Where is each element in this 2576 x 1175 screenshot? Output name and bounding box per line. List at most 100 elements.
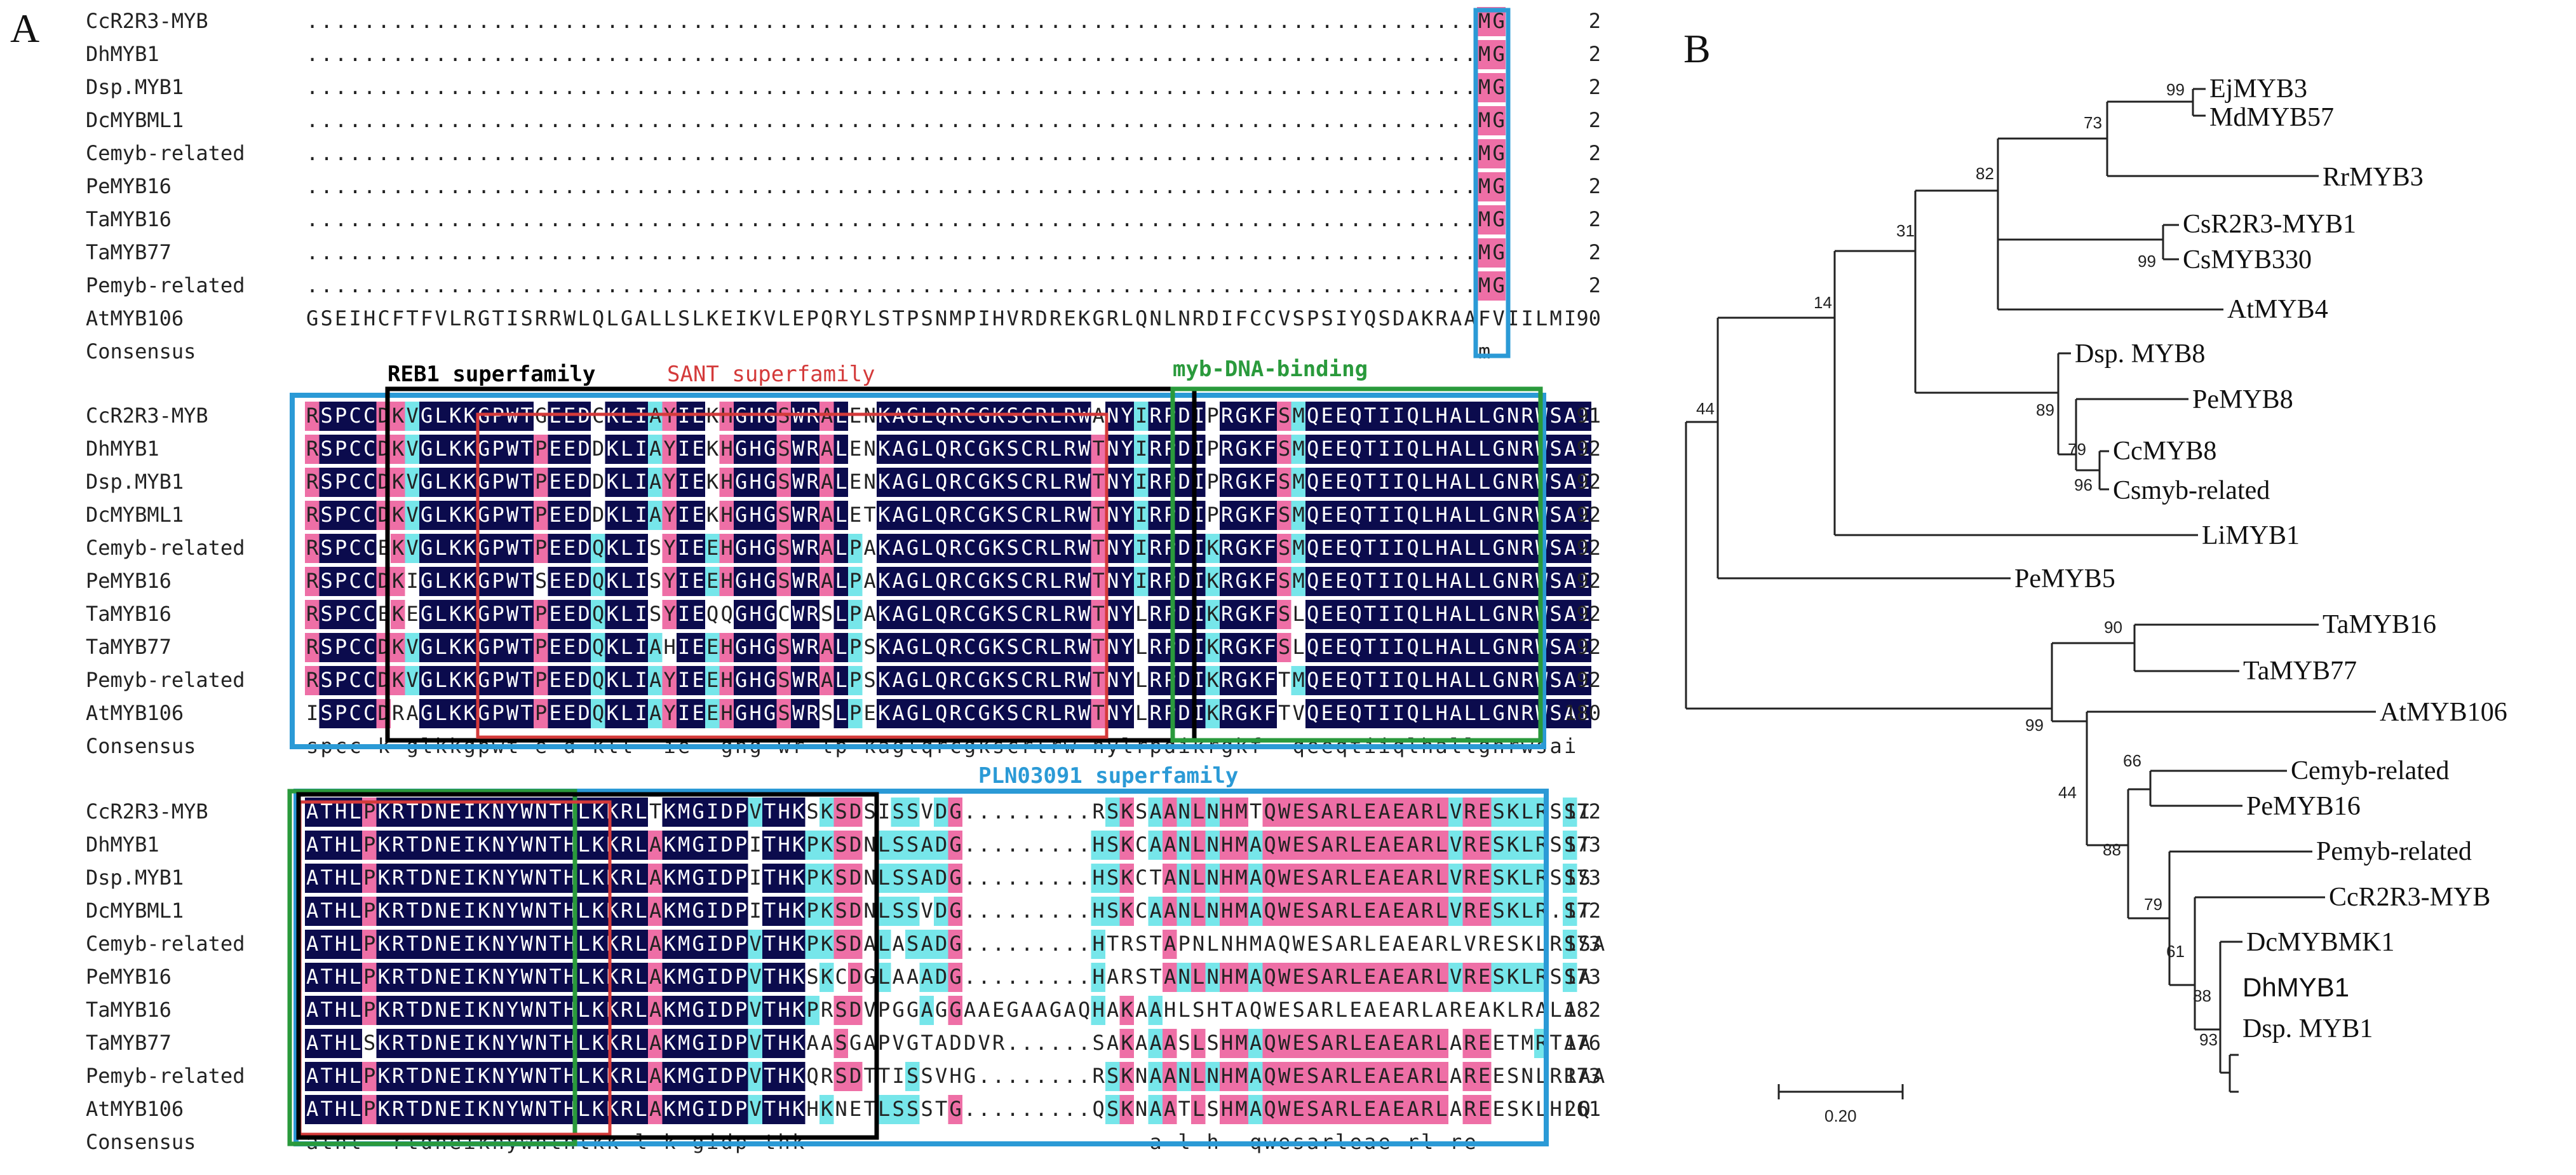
residue-shade bbox=[991, 435, 1006, 464]
residue-shade bbox=[1319, 402, 1334, 431]
residue-shade bbox=[391, 402, 405, 431]
residue-shade bbox=[1148, 468, 1163, 497]
residue-shade bbox=[1262, 402, 1277, 431]
residue-shade bbox=[1420, 468, 1434, 497]
sequence-position: 92 bbox=[1576, 536, 1601, 560]
sequence-position: 2 bbox=[1589, 9, 1601, 33]
residue-shade bbox=[948, 468, 962, 497]
residue-shade bbox=[519, 435, 534, 464]
sequence-position: 2 bbox=[1589, 141, 1601, 165]
residue-shade bbox=[976, 402, 991, 431]
residue-shade bbox=[762, 501, 777, 530]
sequence-position: 90 bbox=[1576, 306, 1601, 330]
residue-shade bbox=[1062, 402, 1077, 431]
consensus-label: Consensus bbox=[86, 1130, 196, 1154]
residue-shade bbox=[476, 435, 491, 464]
scale-bar-label: 0.20 bbox=[1824, 1106, 1857, 1125]
residue-shade bbox=[891, 402, 905, 431]
residue-shade bbox=[1477, 139, 1492, 168]
residue-shade bbox=[1005, 435, 1020, 464]
residue-shade bbox=[1091, 435, 1105, 464]
residue-shade bbox=[976, 435, 991, 464]
residue-shade bbox=[648, 402, 663, 431]
residue-shade bbox=[505, 435, 520, 464]
residue-shade bbox=[462, 435, 476, 464]
residue-shade bbox=[334, 402, 348, 431]
residue-shade bbox=[405, 402, 419, 431]
residue-shade bbox=[976, 468, 991, 497]
residue-shade bbox=[677, 435, 691, 464]
sequence-name: Pemyb-related bbox=[86, 668, 245, 692]
residue-shade bbox=[1148, 435, 1163, 464]
residue-shade bbox=[1506, 468, 1520, 497]
residue-shade bbox=[648, 468, 663, 497]
sequence-name: CcR2R3-MYB bbox=[86, 404, 208, 428]
myb-label: myb-DNA-binding bbox=[1173, 357, 1368, 382]
residue-shade bbox=[833, 501, 848, 530]
residue-shade bbox=[1119, 435, 1134, 464]
residue-shade bbox=[1334, 435, 1349, 464]
residue-shade bbox=[305, 501, 320, 530]
residue-shade bbox=[562, 468, 577, 497]
sequence-position: 2 bbox=[1589, 174, 1601, 198]
sequence-name: TaMYB16 bbox=[86, 602, 172, 626]
residue-shade bbox=[1177, 402, 1191, 431]
residue-shade bbox=[919, 435, 934, 464]
residue-shade bbox=[734, 501, 748, 530]
residue-shade bbox=[1048, 402, 1063, 431]
residue-shade bbox=[1020, 501, 1034, 530]
bootstrap-value: 89 bbox=[2036, 400, 2054, 419]
residue-shade bbox=[1091, 501, 1105, 530]
residue-shade bbox=[662, 501, 677, 530]
residue-shade bbox=[362, 501, 377, 530]
residue-shade bbox=[1491, 205, 1506, 234]
residue-shade bbox=[534, 435, 548, 464]
sequence-residues: ........................................… bbox=[306, 273, 1505, 297]
residue-shade bbox=[677, 468, 691, 497]
residue-shade bbox=[619, 501, 634, 530]
residue-shade bbox=[1477, 238, 1492, 268]
residue-shade bbox=[419, 501, 434, 530]
residue-shade bbox=[948, 435, 962, 464]
sequence-position: 2 bbox=[1589, 108, 1601, 132]
residue-shade bbox=[919, 501, 934, 530]
residue-shade bbox=[1291, 402, 1305, 431]
residue-shade bbox=[791, 435, 806, 464]
sequence-name: DcMYBML1 bbox=[86, 899, 184, 923]
sant-label: SANT superfamily bbox=[667, 362, 875, 387]
residue-shade bbox=[1420, 435, 1434, 464]
residue-shade bbox=[433, 468, 448, 497]
residue-shade bbox=[805, 435, 819, 464]
residue-shade bbox=[548, 468, 562, 497]
sequence-name: CcR2R3-MYB bbox=[86, 799, 208, 824]
residue-shade bbox=[905, 402, 920, 431]
residue-shade bbox=[1563, 435, 1577, 464]
residue-shade bbox=[1391, 402, 1406, 431]
residue-shade bbox=[462, 402, 476, 431]
sequence-position: 92 bbox=[1576, 602, 1601, 626]
residue-shade bbox=[1477, 7, 1492, 36]
sequence-position: 92 bbox=[1576, 668, 1601, 692]
bootstrap-value: 14 bbox=[1814, 293, 1832, 312]
residue-shade bbox=[1434, 435, 1448, 464]
residue-shade bbox=[1491, 139, 1506, 168]
residue-shade bbox=[1548, 468, 1563, 497]
residue-shade bbox=[576, 402, 591, 431]
residue-shade bbox=[719, 468, 734, 497]
sequence-name: TaMYB77 bbox=[86, 1031, 172, 1055]
sequence-position: 2 bbox=[1589, 207, 1601, 231]
residue-shade bbox=[1062, 435, 1077, 464]
residue-shade bbox=[576, 468, 591, 497]
sequence-name: Cemyb-related bbox=[86, 141, 245, 165]
consensus-label: Consensus bbox=[86, 734, 196, 758]
residue-shade bbox=[1477, 435, 1492, 464]
residue-shade bbox=[448, 501, 462, 530]
residue-shade bbox=[347, 501, 362, 530]
sequence-name: DcMYBML1 bbox=[86, 108, 184, 132]
residue-shade bbox=[1177, 435, 1191, 464]
residue-shade bbox=[1177, 468, 1191, 497]
bootstrap-value: 73 bbox=[2084, 113, 2102, 132]
residue-shade bbox=[1262, 435, 1277, 464]
residue-shade bbox=[1034, 468, 1048, 497]
